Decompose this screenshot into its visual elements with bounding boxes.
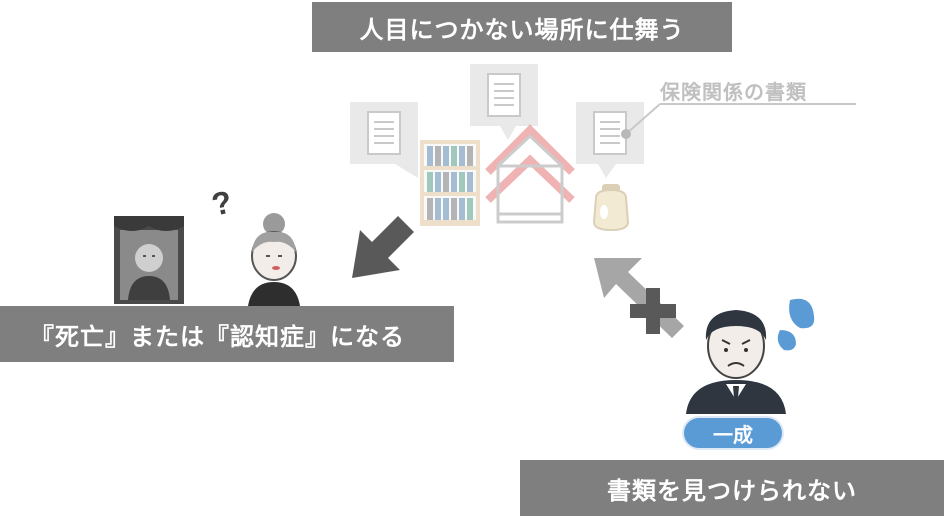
sweat-drops-icon	[777, 298, 815, 351]
insurance-leader-line	[621, 103, 856, 139]
elderly-woman-icon	[248, 213, 300, 306]
death-dementia-banner: 『死亡』または『認知症』になる	[0, 306, 454, 362]
memorial-portrait-icon	[114, 216, 184, 304]
document-bubble-right	[576, 102, 644, 178]
cannot-find-documents-banner: 書類を見つけられない	[520, 460, 944, 516]
bookshelf-icon	[420, 140, 480, 226]
question-mark: ?	[208, 183, 235, 222]
document-bubble-center	[470, 64, 538, 140]
insurance-documents-label: 保険関係の書類	[660, 80, 807, 104]
worried-man-icon	[686, 310, 786, 414]
person-name-badge: 一成	[682, 416, 784, 450]
hide-documents-banner: 人目につかない場所に仕舞う	[312, 2, 732, 52]
arrow-up-left-icon	[594, 258, 684, 338]
document-bubble-left	[350, 102, 418, 178]
house-icon	[485, 124, 575, 224]
blocked-cross-icon	[630, 288, 676, 334]
jar-icon	[592, 184, 630, 232]
arrow-down-left-icon	[352, 216, 414, 278]
